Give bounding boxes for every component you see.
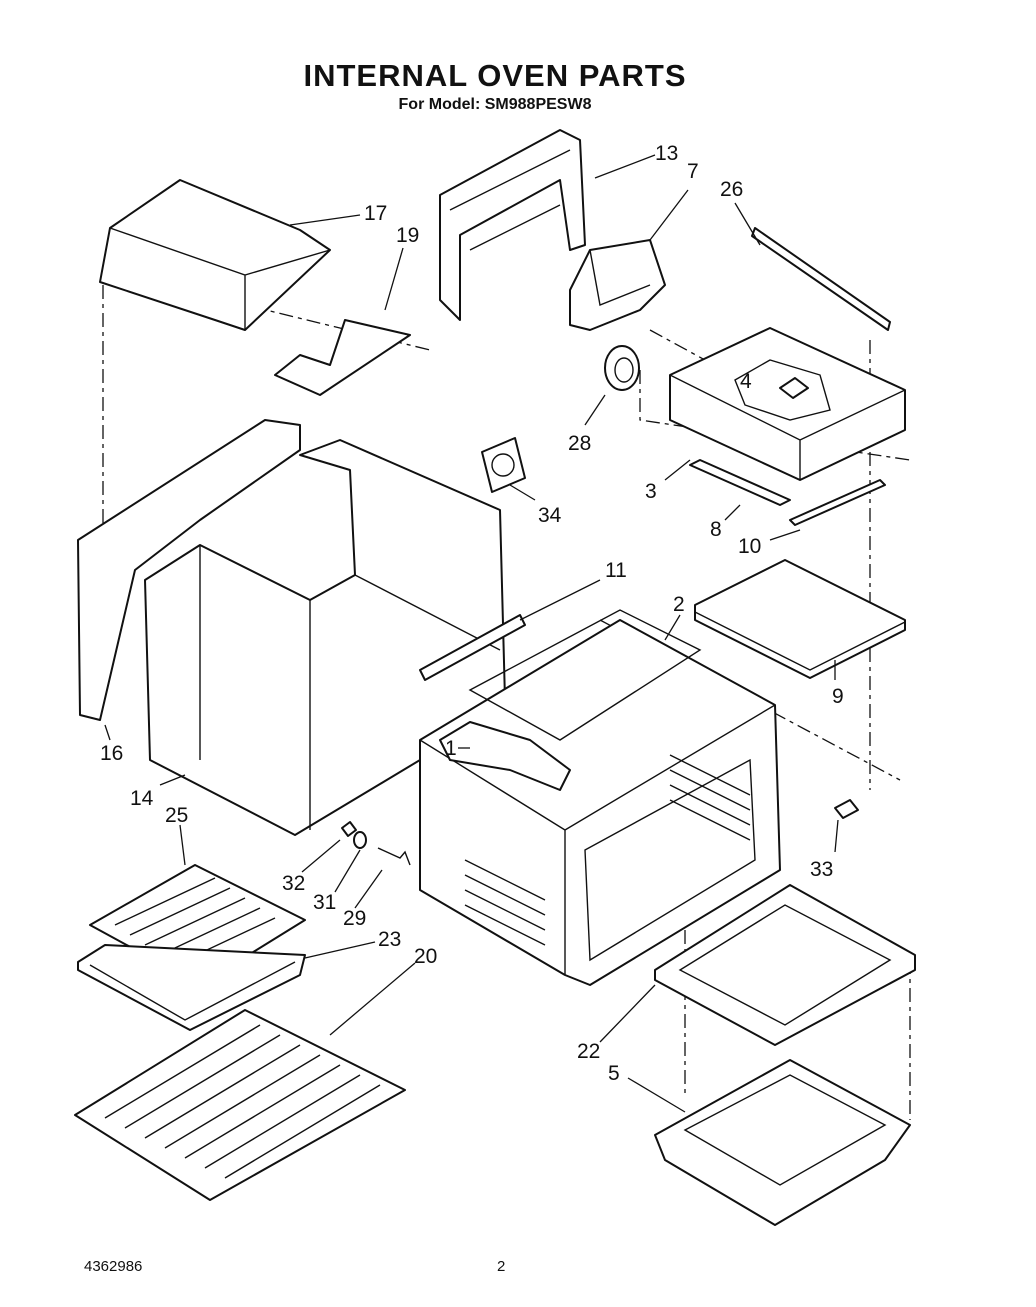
callout-34: 34 bbox=[538, 504, 562, 527]
callout-5: 5 bbox=[608, 1062, 620, 1085]
callout-22: 22 bbox=[577, 1040, 600, 1063]
part-20-oven-rack bbox=[74, 1009, 406, 1201]
callout-4: 4 bbox=[740, 370, 752, 393]
part-17-top-insulation bbox=[99, 179, 331, 331]
callout-33: 33 bbox=[810, 858, 833, 881]
callout-28: 28 bbox=[568, 432, 591, 455]
part-34-fan bbox=[481, 437, 526, 493]
part-14-insulation-wrap bbox=[144, 439, 506, 836]
model-number: SM988PESW8 bbox=[484, 96, 592, 113]
document-number: 4362986 bbox=[84, 1258, 143, 1275]
callout-23: 23 bbox=[378, 928, 401, 951]
callout-26: 26 bbox=[720, 178, 743, 201]
callout-19: 19 bbox=[396, 224, 419, 247]
callout-32: 32 bbox=[282, 872, 305, 895]
page-number: 2 bbox=[497, 1258, 506, 1275]
part-11-bracket bbox=[419, 614, 526, 681]
part-22-tray bbox=[654, 884, 916, 1046]
part-4-bracket bbox=[779, 377, 809, 399]
callout-1: 1 bbox=[445, 737, 457, 760]
part-29-clip bbox=[377, 847, 411, 866]
part-28-ring bbox=[604, 345, 640, 391]
callout-3: 3 bbox=[645, 480, 657, 503]
model-line: For Model: SM988PESW8 bbox=[0, 96, 990, 114]
part-2-oven-cavity bbox=[419, 609, 781, 986]
part-13-rear-panel bbox=[439, 129, 586, 321]
part-7-air-duct bbox=[569, 239, 666, 331]
part-10-strip bbox=[789, 479, 886, 526]
part-5-bottom-pan bbox=[654, 1059, 911, 1226]
callout-17: 17 bbox=[364, 202, 387, 225]
page-title: INTERNAL OVEN PARTS bbox=[303, 58, 687, 93]
part-8-strip bbox=[689, 459, 791, 506]
part-19-insulation-pad bbox=[274, 319, 411, 396]
callout-25: 25 bbox=[165, 804, 188, 827]
callout-29: 29 bbox=[343, 907, 366, 930]
part-23-broiler-pan bbox=[77, 944, 306, 1031]
callout-2: 2 bbox=[673, 593, 685, 616]
callout-13: 13 bbox=[655, 142, 678, 165]
callout-10: 10 bbox=[738, 535, 761, 558]
callout-11: 11 bbox=[605, 559, 627, 582]
callout-8: 8 bbox=[710, 518, 722, 541]
callout-16: 16 bbox=[100, 742, 123, 765]
callout-14: 14 bbox=[130, 787, 154, 810]
part-31-washer bbox=[353, 831, 367, 849]
part-3-top-liner bbox=[669, 327, 906, 481]
part-26-rod bbox=[751, 227, 891, 331]
part-16-side-insulation bbox=[77, 419, 301, 721]
part-32-nut bbox=[341, 821, 357, 837]
callout-20: 20 bbox=[414, 945, 437, 968]
model-label: For Model: bbox=[398, 96, 481, 113]
callout-labels: 13 7 26 17 19 4 28 3 34 8 10 11 2 9 1 16… bbox=[100, 142, 844, 1085]
part-1-gasket bbox=[439, 721, 571, 791]
leader-lines bbox=[104, 154, 839, 1113]
callout-9: 9 bbox=[832, 685, 844, 708]
part-9-panel bbox=[694, 559, 906, 679]
callout-7: 7 bbox=[687, 160, 699, 183]
callout-31: 31 bbox=[313, 891, 336, 914]
part-33-clip bbox=[834, 799, 859, 819]
